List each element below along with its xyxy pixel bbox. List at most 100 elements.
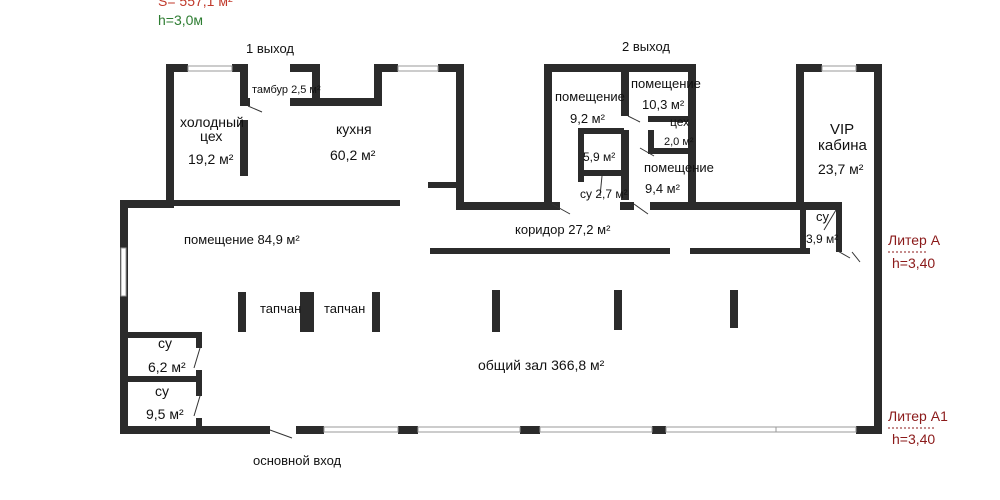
wall-corridor-top-left <box>456 202 552 210</box>
vip-label-2: кабина <box>818 137 867 154</box>
su-1-area: 6,2 м² <box>148 359 186 375</box>
outer-wall-bottom-pier-1 <box>296 426 324 434</box>
trestle-1-label: тапчан <box>260 301 301 316</box>
wall-small-room-top <box>584 128 624 134</box>
room-1-area: 9,2 м² <box>570 111 606 126</box>
column-2 <box>614 290 622 330</box>
wall-kitchen-right <box>456 64 464 210</box>
door-su-vip <box>835 249 851 259</box>
wall-cold-shop-top-a <box>166 64 188 72</box>
column-1 <box>492 290 500 332</box>
wall-small-room-bottom <box>578 170 622 176</box>
literal-a-name: Литер А <box>888 232 941 248</box>
exit-1-label: 1 выход <box>246 41 294 56</box>
literal-underlines <box>888 251 934 429</box>
wall-vestibule-left <box>240 64 248 106</box>
small-room-area: 5,9 м² <box>583 150 615 164</box>
wall-kitchen-top-b <box>438 64 464 72</box>
wall-kitchen-bottom <box>168 200 400 206</box>
wall-vip-bottom <box>796 202 836 210</box>
vip-label-1: VIP <box>830 121 854 138</box>
vip-area: 23,7 м² <box>818 161 864 177</box>
su-1-label: су <box>158 335 172 351</box>
exit-2-label: 2 выход <box>622 39 670 54</box>
wall-su1-top <box>120 332 202 338</box>
wall-cold-shop-top-b <box>232 64 246 72</box>
wall-kitchen-stub <box>428 182 456 188</box>
wall-su-right-mid <box>196 370 202 396</box>
wall-shop-bottom <box>648 148 694 154</box>
wall-mid-divider-top <box>621 64 629 116</box>
wall-corridor-top-mid <box>650 202 696 210</box>
wall-vip-top-a <box>796 64 822 72</box>
wall-shop-top <box>648 116 694 122</box>
door-exterior-right <box>851 251 861 263</box>
outer-wall-left <box>120 200 128 434</box>
wall-kitchen-step <box>374 64 382 106</box>
wall-vestibule-bottom-b <box>290 98 380 106</box>
door-room-1 <box>551 203 571 215</box>
wall-su-vip-left <box>800 202 806 250</box>
main-entrance-label: основной вход <box>253 453 342 468</box>
door-shop <box>639 147 655 157</box>
wall-cold-kitchen-divider <box>240 120 248 176</box>
wall-mid-left <box>544 64 552 210</box>
wall-vip-top-b <box>856 64 882 72</box>
wall-corridor-top-right <box>696 202 800 210</box>
wall-small-room-left <box>578 128 584 182</box>
window-left <box>120 247 127 297</box>
windows <box>120 65 857 433</box>
wall-su2-right-b <box>196 418 202 430</box>
literal-a-height: h=3,40 <box>892 255 935 271</box>
door-su1 <box>193 347 201 369</box>
su-2-label: су <box>155 383 169 399</box>
vestibule-label: тамбур 2,5 м² <box>252 84 321 96</box>
wall-trestle-1-left <box>238 292 246 332</box>
window-bottom-5 <box>775 426 857 433</box>
outer-wall-bottom-left <box>120 426 270 434</box>
literal-a1-name: Литер А1 <box>888 408 948 424</box>
header-area: S= 557,1 м² <box>158 0 233 9</box>
door-room-3 <box>633 203 649 215</box>
shop-small-label: цех <box>670 115 689 129</box>
wall-corridor-bottom-a <box>430 248 670 254</box>
window-kitchen <box>397 65 439 72</box>
cold-shop-label-1: холодный <box>180 114 244 130</box>
window-bottom-3 <box>539 426 653 433</box>
outer-wall-bottom-pier-3 <box>520 426 540 434</box>
window-vip <box>821 65 857 72</box>
room-1-label: помещение <box>555 89 625 104</box>
su-vip-area: 3,9 м² <box>806 232 838 246</box>
wall-mid-top <box>544 64 696 72</box>
trestle-2-label: тапчан <box>324 301 365 316</box>
kitchen-area: 60,2 м² <box>330 147 376 163</box>
corridor-label: коридор 27,2 м² <box>515 222 611 237</box>
room-2-label: помещение <box>631 76 701 91</box>
window-bottom-2 <box>417 426 521 433</box>
wall-su1-right-a <box>196 332 202 348</box>
header-height: h=3,0м <box>158 12 203 28</box>
cold-shop-area: 19,2 м² <box>188 151 234 167</box>
door-main-entrance <box>269 429 293 439</box>
room-3-area: 9,4 м² <box>645 181 681 196</box>
window-cold-shop <box>187 65 233 72</box>
door-su-small <box>599 175 603 197</box>
wall-top-left <box>120 200 168 208</box>
door-vestibule <box>247 105 263 113</box>
literal-a1-height: h=3,40 <box>892 431 935 447</box>
outer-wall-bottom-pier-4 <box>652 426 666 434</box>
wall-vip-left <box>796 64 804 210</box>
kitchen-label: кухня <box>336 121 372 137</box>
wall-trestle-2-right <box>372 292 380 332</box>
wall-su1-bottom <box>120 376 202 382</box>
door-su2 <box>193 395 201 417</box>
door-room-2 <box>627 115 641 123</box>
doors <box>193 105 861 439</box>
column-3 <box>730 290 738 328</box>
cold-shop-label-2: цех <box>200 128 222 144</box>
big-room-label: помещение 84,9 м² <box>184 232 300 247</box>
window-bottom-4 <box>665 426 777 433</box>
outer-wall-right <box>874 64 882 434</box>
wall-mid-right <box>688 64 696 210</box>
